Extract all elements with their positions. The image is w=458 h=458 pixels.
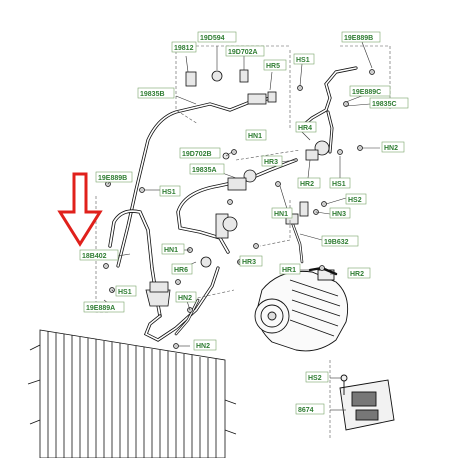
label-hn2-bottom: HN2 [196,343,210,350]
label-hn3: HN3 [332,211,346,218]
expansion-block [339,374,395,431]
callout-boxes [79,31,409,415]
label-19835a: 19835A [192,167,217,174]
label-hn2-mid: HN2 [178,295,192,302]
label-hn1-lower: HN1 [164,247,178,254]
label-hr1: HR1 [282,267,296,274]
label-19d702a: 19D702A [228,49,258,56]
highlight-arrow-icon [57,172,103,247]
label-hr5: HR5 [266,63,280,70]
label-19e889c: 19E889C [352,89,381,96]
label-hs1-top: HS1 [296,57,310,64]
label-19812: 19812 [174,45,194,52]
label-19e889a: 19E889A [86,305,115,312]
label-hr2-top: HR2 [300,181,314,188]
label-19d594: 19D594 [200,35,225,42]
label-hs2-bottom: HS2 [308,375,322,382]
label-hs2-right: HS2 [348,197,362,204]
label-hs1-lower: HS1 [118,289,132,296]
label-19835b: 19835B [140,91,165,98]
label-hr4: HR4 [298,125,312,132]
condenser [27,329,237,458]
label-19e889b-top: 19E889B [344,35,373,42]
label-hn1-top: HN1 [248,133,262,140]
label-hs1-right: HS1 [332,181,346,188]
label-hr6: HR6 [174,267,188,274]
hose-lines [108,66,358,342]
label-19835c: 19835C [372,101,397,108]
label-19b632: 19B632 [324,239,349,246]
label-hs1-left: HS1 [162,189,176,196]
label-19e889b-left: 19E889B [98,175,127,182]
label-hn1-mid: HN1 [274,211,288,218]
label-hr3-lower: HR3 [242,259,256,266]
compressor [254,269,349,352]
label-hr2-lower: HR2 [350,271,364,278]
part-labels: 19812 19D594 19D702A HR5 HS1 19E889B 198… [82,35,398,414]
label-8674: 8674 [298,407,314,414]
label-19d702b: 19D702B [182,151,212,158]
label-hn2-right: HN2 [384,145,398,152]
label-18b402: 18B402 [82,253,107,260]
label-hr3-top: HR3 [264,159,278,166]
hose-fittings [145,69,330,307]
